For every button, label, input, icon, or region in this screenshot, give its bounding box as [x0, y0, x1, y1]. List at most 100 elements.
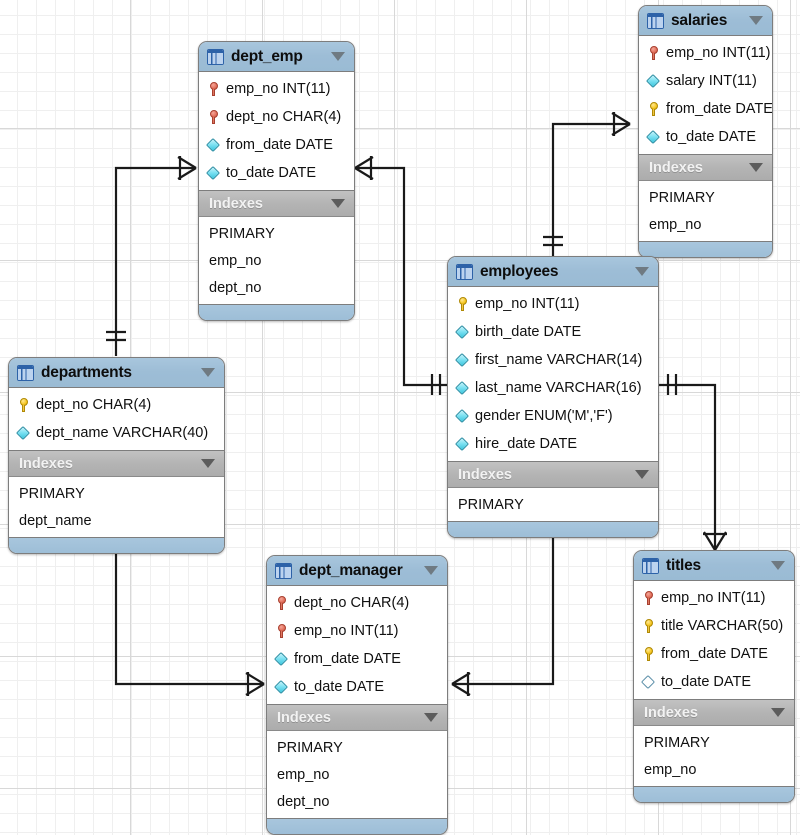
table-header-dept_manager[interactable]: dept_manager	[267, 556, 447, 586]
indexes-label: Indexes	[649, 159, 703, 176]
field-label: last_name VARCHAR(16)	[475, 380, 642, 396]
indexes-header[interactable]: Indexes	[639, 154, 772, 181]
indexes-label: Indexes	[644, 704, 698, 721]
field-row[interactable]: emp_no INT(11)	[639, 39, 772, 67]
chevron-down-icon[interactable]	[635, 470, 649, 479]
table-header-departments[interactable]: departments	[9, 358, 224, 388]
index-row[interactable]: emp_no	[199, 247, 354, 274]
table-icon	[207, 48, 224, 65]
table-card-departments[interactable]: departments dept_no CHAR(4) dept_name VA…	[8, 357, 225, 554]
field-row[interactable]: first_name VARCHAR(14)	[448, 346, 658, 374]
field-label: emp_no INT(11)	[475, 296, 580, 312]
chevron-down-icon[interactable]	[771, 708, 785, 717]
index-row[interactable]: dept_no	[199, 274, 354, 301]
chevron-down-icon[interactable]	[749, 163, 763, 172]
index-row[interactable]: dept_no	[267, 788, 447, 815]
indexes-header[interactable]: Indexes	[267, 704, 447, 731]
field-row[interactable]: hire_date DATE	[448, 430, 658, 458]
field-row[interactable]: emp_no INT(11)	[267, 617, 447, 645]
field-label: dept_no CHAR(4)	[36, 397, 152, 413]
chevron-down-icon[interactable]	[424, 713, 438, 722]
indexes-header[interactable]: Indexes	[199, 190, 354, 217]
table-card-dept_emp[interactable]: dept_emp emp_no INT(11) dept_no CHAR(4) …	[198, 41, 355, 321]
index-label: dept_no	[277, 793, 330, 810]
field-row[interactable]: from_date DATE	[639, 95, 772, 123]
index-row[interactable]: PRIMARY	[448, 491, 658, 518]
field-label: emp_no INT(11)	[294, 623, 399, 639]
index-row[interactable]: PRIMARY	[199, 220, 354, 247]
index-row[interactable]: dept_name	[9, 507, 224, 534]
field-row[interactable]: birth_date DATE	[448, 318, 658, 346]
chevron-down-icon[interactable]	[635, 267, 649, 276]
field-row[interactable]: emp_no INT(11)	[634, 584, 794, 612]
chevron-down-icon[interactable]	[749, 16, 763, 25]
table-card-dept_manager[interactable]: dept_manager dept_no CHAR(4) emp_no INT(…	[266, 555, 448, 835]
chevron-down-icon[interactable]	[201, 459, 215, 468]
field-row[interactable]: dept_name VARCHAR(40)	[9, 419, 224, 447]
field-diamond-icon	[17, 425, 30, 441]
index-row[interactable]: emp_no	[634, 756, 794, 783]
index-row[interactable]: PRIMARY	[267, 734, 447, 761]
index-label: emp_no	[644, 761, 697, 778]
field-row[interactable]: from_date DATE	[199, 131, 354, 159]
field-row[interactable]: dept_no CHAR(4)	[9, 391, 224, 419]
field-row[interactable]: emp_no INT(11)	[448, 290, 658, 318]
field-row[interactable]: dept_no CHAR(4)	[267, 589, 447, 617]
table-icon	[647, 12, 664, 29]
field-row[interactable]: to_date DATE	[639, 123, 772, 151]
table-footer	[199, 304, 354, 320]
link-dept_emp-employees	[354, 156, 447, 395]
field-row[interactable]: from_date DATE	[634, 640, 794, 668]
table-card-salaries[interactable]: salaries emp_no INT(11) salary INT(11) f…	[638, 5, 773, 258]
table-header-employees[interactable]: employees	[448, 257, 658, 287]
field-row[interactable]: to_date DATE	[199, 159, 354, 187]
field-label: to_date DATE	[294, 679, 385, 695]
index-row[interactable]: emp_no	[639, 211, 772, 238]
indexes-label: Indexes	[277, 709, 331, 726]
pk-key-icon	[647, 101, 660, 117]
table-header-dept_emp[interactable]: dept_emp	[199, 42, 354, 72]
chevron-down-icon[interactable]	[331, 52, 345, 61]
chevron-down-icon[interactable]	[771, 561, 785, 570]
table-card-employees[interactable]: employees emp_no INT(11) birth_date DATE…	[447, 256, 659, 538]
index-label: PRIMARY	[19, 485, 85, 502]
field-row[interactable]: last_name VARCHAR(16)	[448, 374, 658, 402]
field-row[interactable]: to_date DATE	[267, 673, 447, 701]
table-header-titles[interactable]: titles	[634, 551, 794, 581]
field-row[interactable]: title VARCHAR(50)	[634, 612, 794, 640]
field-diamond-icon	[456, 408, 469, 424]
field-row[interactable]: dept_no CHAR(4)	[199, 103, 354, 131]
indexes-label: Indexes	[19, 455, 73, 472]
field-row[interactable]: gender ENUM('M','F')	[448, 402, 658, 430]
table-card-titles[interactable]: titles emp_no INT(11) title VARCHAR(50) …	[633, 550, 795, 803]
field-diamond-icon	[456, 352, 469, 368]
field-list: emp_no INT(11) title VARCHAR(50) from_da…	[634, 581, 794, 699]
indexes-header[interactable]: Indexes	[9, 450, 224, 477]
table-header-salaries[interactable]: salaries	[639, 6, 772, 36]
index-list: PRIMARY emp_no dept_no	[267, 731, 447, 818]
chevron-down-icon[interactable]	[331, 199, 345, 208]
nullable-diamond-icon	[642, 674, 655, 690]
table-name: departments	[41, 363, 132, 381]
field-row[interactable]: emp_no INT(11)	[199, 75, 354, 103]
chevron-down-icon[interactable]	[424, 566, 438, 575]
index-row[interactable]: PRIMARY	[634, 729, 794, 756]
fk-key-icon	[275, 623, 288, 639]
index-row[interactable]: PRIMARY	[639, 184, 772, 211]
table-name: employees	[480, 262, 559, 280]
indexes-header[interactable]: Indexes	[448, 461, 658, 488]
index-row[interactable]: PRIMARY	[9, 480, 224, 507]
field-diamond-icon	[456, 436, 469, 452]
field-row[interactable]: to_date DATE	[634, 668, 794, 696]
index-list: PRIMARY	[448, 488, 658, 521]
field-row[interactable]: salary INT(11)	[639, 67, 772, 95]
field-diamond-icon	[456, 380, 469, 396]
field-diamond-icon	[207, 137, 220, 153]
indexes-header[interactable]: Indexes	[634, 699, 794, 726]
pk-key-icon	[456, 296, 469, 312]
fk-key-icon	[642, 590, 655, 606]
index-row[interactable]: emp_no	[267, 761, 447, 788]
chevron-down-icon[interactable]	[201, 368, 215, 377]
field-row[interactable]: from_date DATE	[267, 645, 447, 673]
